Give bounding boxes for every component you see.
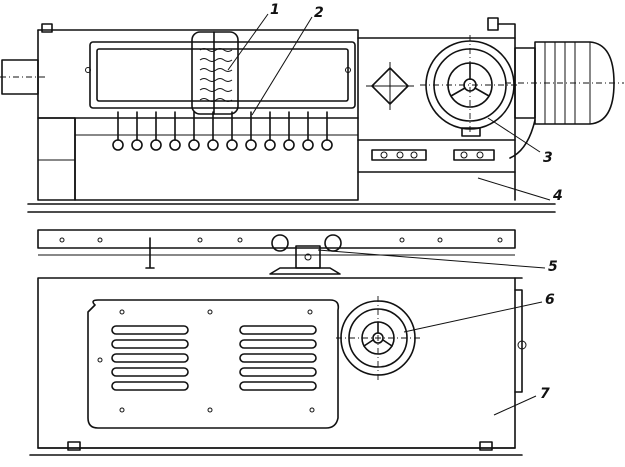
- slide-bar: [27, 171, 556, 213]
- callout-1: 1: [270, 2, 280, 18]
- diamond-indicator: [366, 62, 414, 110]
- electric-motor: [505, 41, 624, 159]
- callout-3: 3: [543, 150, 553, 166]
- callout-6: 6: [545, 292, 555, 308]
- callout-7: 7: [540, 386, 550, 402]
- callout-2: 2: [314, 5, 324, 21]
- leader-lines: [227, 13, 551, 416]
- handwheel: [336, 296, 420, 380]
- drive-pulley: [420, 35, 520, 137]
- base-cabinet: [29, 277, 527, 456]
- lever-row: [112, 111, 333, 151]
- upper-head-housing: [0, 17, 516, 201]
- feed-table: [37, 229, 516, 269]
- guide-rail-brackets: [357, 139, 516, 161]
- vent-panel: [87, 299, 340, 429]
- tension-springs: [191, 31, 239, 115]
- callout-5: 5: [548, 259, 558, 275]
- callout-labels: 1 2 3 4 5 6 7: [270, 2, 563, 402]
- callout-4: 4: [552, 188, 563, 204]
